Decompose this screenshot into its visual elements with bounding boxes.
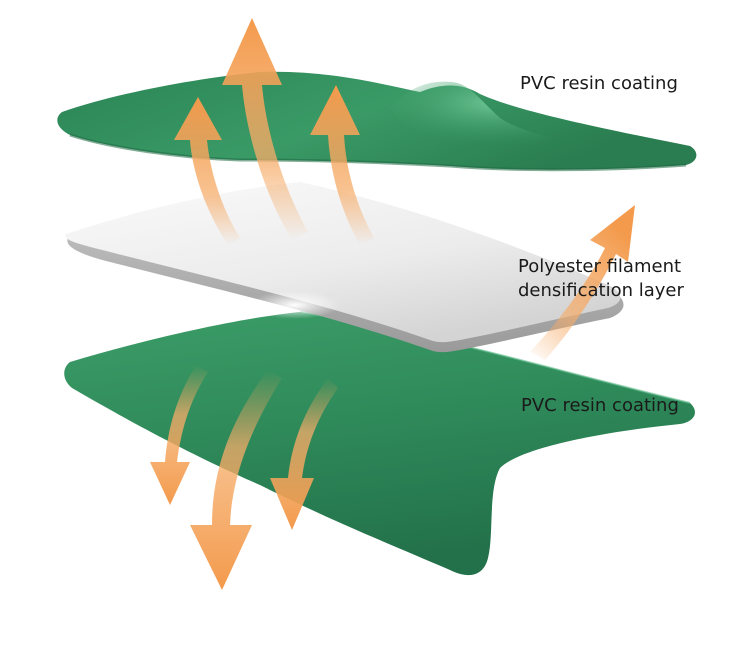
middle-polyester-layer	[65, 182, 624, 353]
down-arrow-left-icon	[150, 365, 208, 505]
side-up-arrow-icon	[530, 205, 635, 360]
top-pvc-layer	[57, 71, 697, 172]
middle-layer-label: Polyester filament densification layer	[518, 255, 684, 303]
upward-arrows	[174, 18, 374, 245]
bottom-pvc-layer	[64, 311, 695, 576]
up-arrow-tall-icon	[222, 18, 308, 240]
light-glow	[250, 291, 340, 319]
top-layer-label: PVC resin coating	[520, 73, 678, 94]
up-arrow-left-icon	[174, 97, 240, 245]
middle-layer-label-line2: densification layer	[518, 280, 684, 301]
down-arrow-right-icon	[270, 378, 338, 530]
bottom-layer-label: PVC resin coating	[521, 395, 679, 416]
up-arrow-right-icon	[310, 85, 374, 245]
down-arrow-middle-icon	[190, 370, 282, 590]
downward-arrows	[150, 365, 338, 590]
middle-layer-label-line1: Polyester filament	[518, 256, 682, 277]
